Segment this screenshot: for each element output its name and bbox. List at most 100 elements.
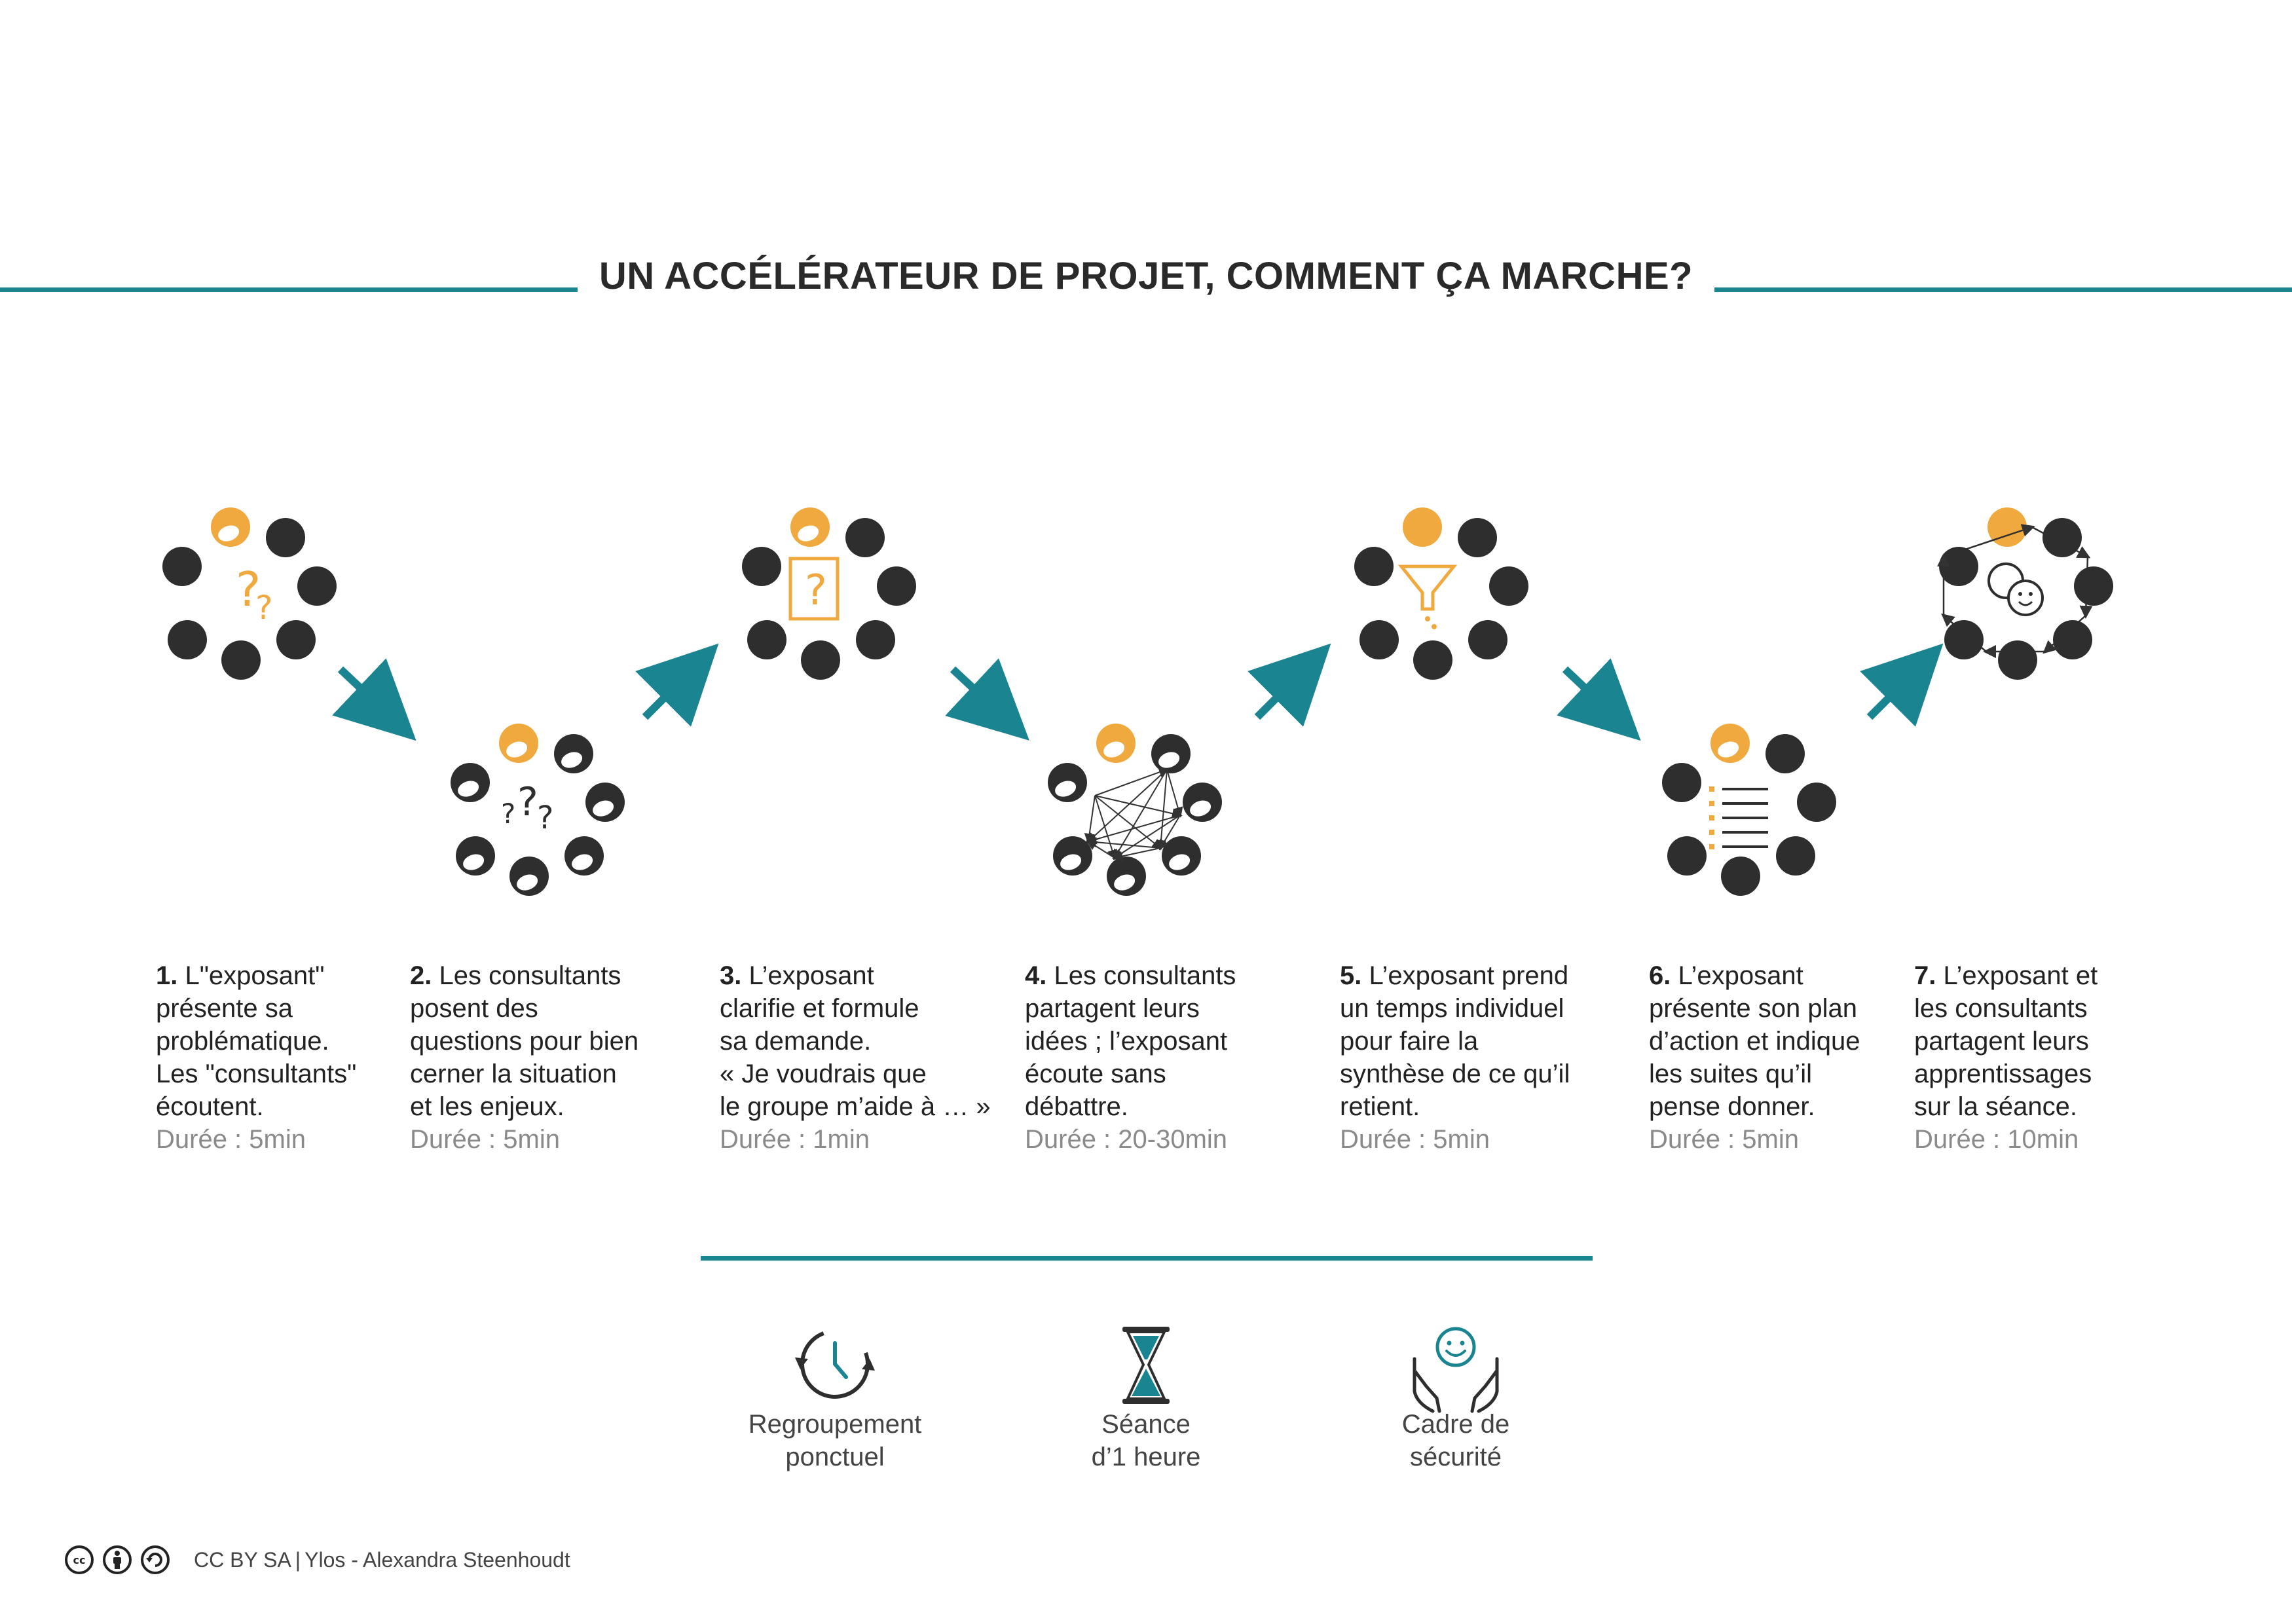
step-line: synthèse de ce qu’il bbox=[1340, 1060, 1570, 1088]
step-line: Les consultants bbox=[439, 961, 621, 990]
step-line: les suites qu’il bbox=[1649, 1060, 1813, 1088]
step-line: Les consultants bbox=[1054, 961, 1236, 990]
consultant-person bbox=[1359, 620, 1399, 659]
step-line: L’exposant et bbox=[1943, 961, 2098, 990]
consultant-person bbox=[1797, 783, 1836, 822]
feature-line: Séance bbox=[1101, 1410, 1191, 1439]
consultant-person bbox=[1721, 857, 1760, 896]
consultant-person bbox=[1107, 857, 1146, 896]
step-2-text: 2. Les consultants posent des questions … bbox=[410, 959, 638, 1156]
consultant-person bbox=[1162, 836, 1201, 876]
step-duration: Durée : 10min bbox=[1914, 1125, 2079, 1154]
page-title: UN ACCÉLÉRATEUR DE PROJET, COMMENT ÇA MA… bbox=[599, 255, 1693, 297]
consultant-person bbox=[2053, 620, 2092, 659]
step-duration: Durée : 1min bbox=[720, 1125, 870, 1154]
step-line: « Je voudrais que bbox=[720, 1060, 927, 1088]
consultant-person bbox=[276, 620, 316, 659]
section-divider bbox=[701, 1256, 1593, 1261]
step-1-text: 1. L"exposant" présente sa problématique… bbox=[156, 959, 356, 1156]
step-line: L’exposant bbox=[749, 961, 874, 990]
feature-securite-label: Cadre de sécurité bbox=[1318, 1408, 1593, 1473]
step-5-symbol bbox=[1397, 564, 1458, 629]
step-number: 2. bbox=[410, 961, 432, 990]
credit-text: Ylos - Alexandra Steenhoudt bbox=[305, 1547, 570, 1572]
svg-text:?: ? bbox=[805, 566, 827, 615]
step-line: Les "consultants" bbox=[156, 1060, 357, 1088]
step-number: 1. bbox=[156, 961, 178, 990]
step-line: questions pour bien bbox=[410, 1027, 639, 1056]
consultant-person bbox=[451, 763, 490, 802]
consultant-person bbox=[1048, 763, 1087, 802]
exposant-person bbox=[1403, 507, 1442, 547]
consultant-person bbox=[1413, 640, 1452, 680]
consultant-person bbox=[1354, 547, 1394, 586]
step-4-symbol bbox=[1084, 767, 1183, 862]
exposant-person bbox=[211, 507, 250, 547]
step-5-text: 5. L’exposant prend un temps individuel … bbox=[1340, 959, 1570, 1156]
step-number: 5. bbox=[1340, 961, 1362, 990]
consultant-person bbox=[747, 620, 786, 659]
step-line: écoute sans bbox=[1025, 1060, 1166, 1088]
consultant-person bbox=[1939, 547, 1978, 586]
step-4-text: 4. Les consultants partagent leurs idées… bbox=[1025, 959, 1236, 1156]
consultant-person bbox=[1776, 836, 1815, 876]
feature-line: sécurité bbox=[1409, 1443, 1502, 1471]
step-duration: Durée : 5min bbox=[156, 1125, 306, 1154]
step-7-text: 7. L’exposant et les consultants partage… bbox=[1914, 959, 2098, 1156]
consultant-person bbox=[2042, 518, 2082, 557]
consultant-person bbox=[1468, 620, 1507, 659]
consultant-person bbox=[1183, 783, 1222, 822]
share-alike-icon bbox=[141, 1545, 170, 1574]
step-line: écoutent. bbox=[156, 1092, 264, 1121]
svg-text:?: ? bbox=[236, 562, 261, 617]
step-line: posent des bbox=[410, 994, 538, 1023]
step-3-text: 3. L’exposant clarifie et formule sa dem… bbox=[720, 959, 991, 1156]
step-6-text: 6. L’exposant présente son plan d’action… bbox=[1649, 959, 1860, 1156]
step-arrow bbox=[945, 658, 1029, 741]
process-diagram: ?????? bbox=[162, 507, 2113, 896]
consultant-person bbox=[742, 547, 781, 586]
consultant-person bbox=[1458, 518, 1497, 557]
consultant-person bbox=[1489, 566, 1528, 606]
feature-line: ponctuel bbox=[785, 1443, 885, 1471]
consultant-person bbox=[168, 620, 207, 659]
step-line: le groupe m’aide à … » bbox=[720, 1092, 991, 1121]
step-line: partagent leurs bbox=[1025, 994, 1200, 1023]
svg-text:cc: cc bbox=[73, 1554, 86, 1566]
clock-cycle-icon bbox=[795, 1329, 875, 1399]
title-rule-right bbox=[1714, 287, 2292, 292]
step-duration: Durée : 5min bbox=[410, 1125, 560, 1154]
step-line: un temps individuel bbox=[1340, 994, 1564, 1023]
hands-smiley-icon bbox=[1413, 1327, 1499, 1413]
feature-line: Cadre de bbox=[1401, 1410, 1510, 1439]
step-number: 7. bbox=[1914, 961, 1936, 990]
consultant-person bbox=[845, 518, 885, 557]
consultant-person bbox=[1151, 734, 1191, 773]
consultant-person bbox=[856, 620, 895, 659]
consultant-person bbox=[1053, 836, 1092, 876]
step-number: 6. bbox=[1649, 961, 1671, 990]
feature-regroupement-label: Regroupement ponctuel bbox=[697, 1408, 972, 1473]
step-arrow bbox=[332, 658, 416, 741]
svg-text:?: ? bbox=[501, 798, 515, 830]
consultant-person bbox=[1998, 640, 2037, 680]
consultant-person bbox=[221, 640, 261, 680]
step-line: sa demande. bbox=[720, 1027, 872, 1056]
consultant-person bbox=[297, 566, 337, 606]
hourglass-icon bbox=[1122, 1327, 1170, 1404]
exposant-person bbox=[1710, 724, 1750, 763]
step-number: 3. bbox=[720, 961, 742, 990]
consultant-person bbox=[1667, 836, 1707, 876]
step-arrow bbox=[1860, 643, 1944, 727]
feature-line: d’1 heure bbox=[1091, 1443, 1201, 1471]
step-line: L"exposant" bbox=[185, 961, 325, 990]
step-line: apprentissages bbox=[1914, 1060, 2092, 1088]
step-line: d’action et indique bbox=[1649, 1027, 1860, 1056]
feature-line: Regroupement bbox=[748, 1410, 922, 1439]
exposant-person bbox=[790, 507, 830, 547]
consultant-person bbox=[1765, 734, 1805, 773]
step-arrow bbox=[1248, 643, 1331, 727]
svg-text:?: ? bbox=[537, 800, 553, 836]
step-line: présente sa bbox=[156, 994, 293, 1023]
exposant-person bbox=[1096, 724, 1136, 763]
